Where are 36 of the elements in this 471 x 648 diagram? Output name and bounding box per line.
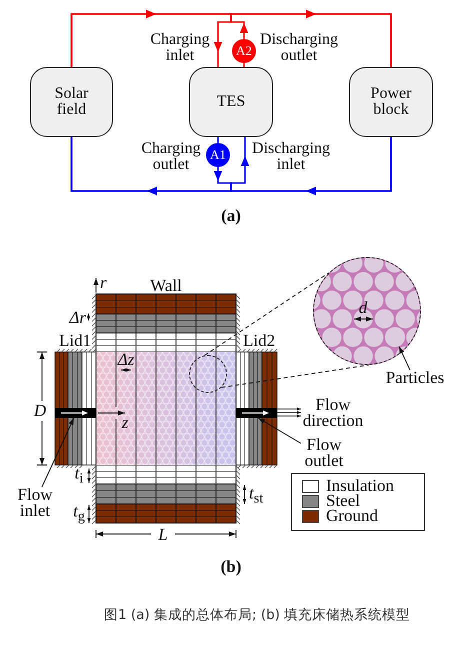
- edge-label: Discharging outlet: [259, 32, 339, 64]
- axis-label: z: [122, 415, 128, 431]
- process-circle: A1: [206, 143, 230, 167]
- callout-label: Particles: [383, 370, 447, 386]
- legend-text: Ground: [326, 508, 378, 524]
- edge-label: Charging inlet: [149, 32, 211, 64]
- axis-label: r: [100, 275, 107, 291]
- pipe: [55, 408, 96, 418]
- dimension-label: t$_{st}$: [249, 485, 264, 507]
- dimension-label: t$_{i}$: [74, 465, 84, 487]
- pipe: [236, 408, 277, 418]
- edge-label: Discharging inlet: [251, 141, 331, 173]
- process-box: Power block: [349, 67, 433, 137]
- process-circle: A2: [232, 39, 256, 63]
- dimension-label: D: [34, 403, 46, 419]
- dimension-label: d: [358, 300, 368, 316]
- panel-label: (a): [221, 208, 241, 224]
- panel-label: (b): [220, 559, 242, 575]
- callout-label: Flow outlet: [300, 437, 348, 469]
- legend-text: Steel: [326, 493, 360, 509]
- part-label: Lid2: [243, 333, 276, 349]
- process-box: Solar field: [30, 67, 113, 137]
- particle: [384, 327, 405, 348]
- dimension-label: Δz: [118, 352, 134, 368]
- dimension-label: L: [158, 527, 168, 543]
- dimension-label: Δr: [69, 310, 86, 326]
- part-label: Wall: [150, 278, 182, 294]
- legend-text: Insulation: [326, 478, 394, 494]
- annotation-text: Flow direction: [302, 397, 364, 429]
- callout-label: Flow inlet: [12, 487, 58, 519]
- dimension-label: t$_{g}$: [73, 503, 85, 525]
- edge-label: Charging outlet: [140, 141, 202, 173]
- figure-caption: 图1 (a) 集成的总体布局; (b) 填充床储热系统模型: [104, 606, 410, 624]
- part-label: Lid1: [59, 333, 92, 349]
- detail-circle: [189, 355, 227, 393]
- process-box: TES: [189, 67, 273, 137]
